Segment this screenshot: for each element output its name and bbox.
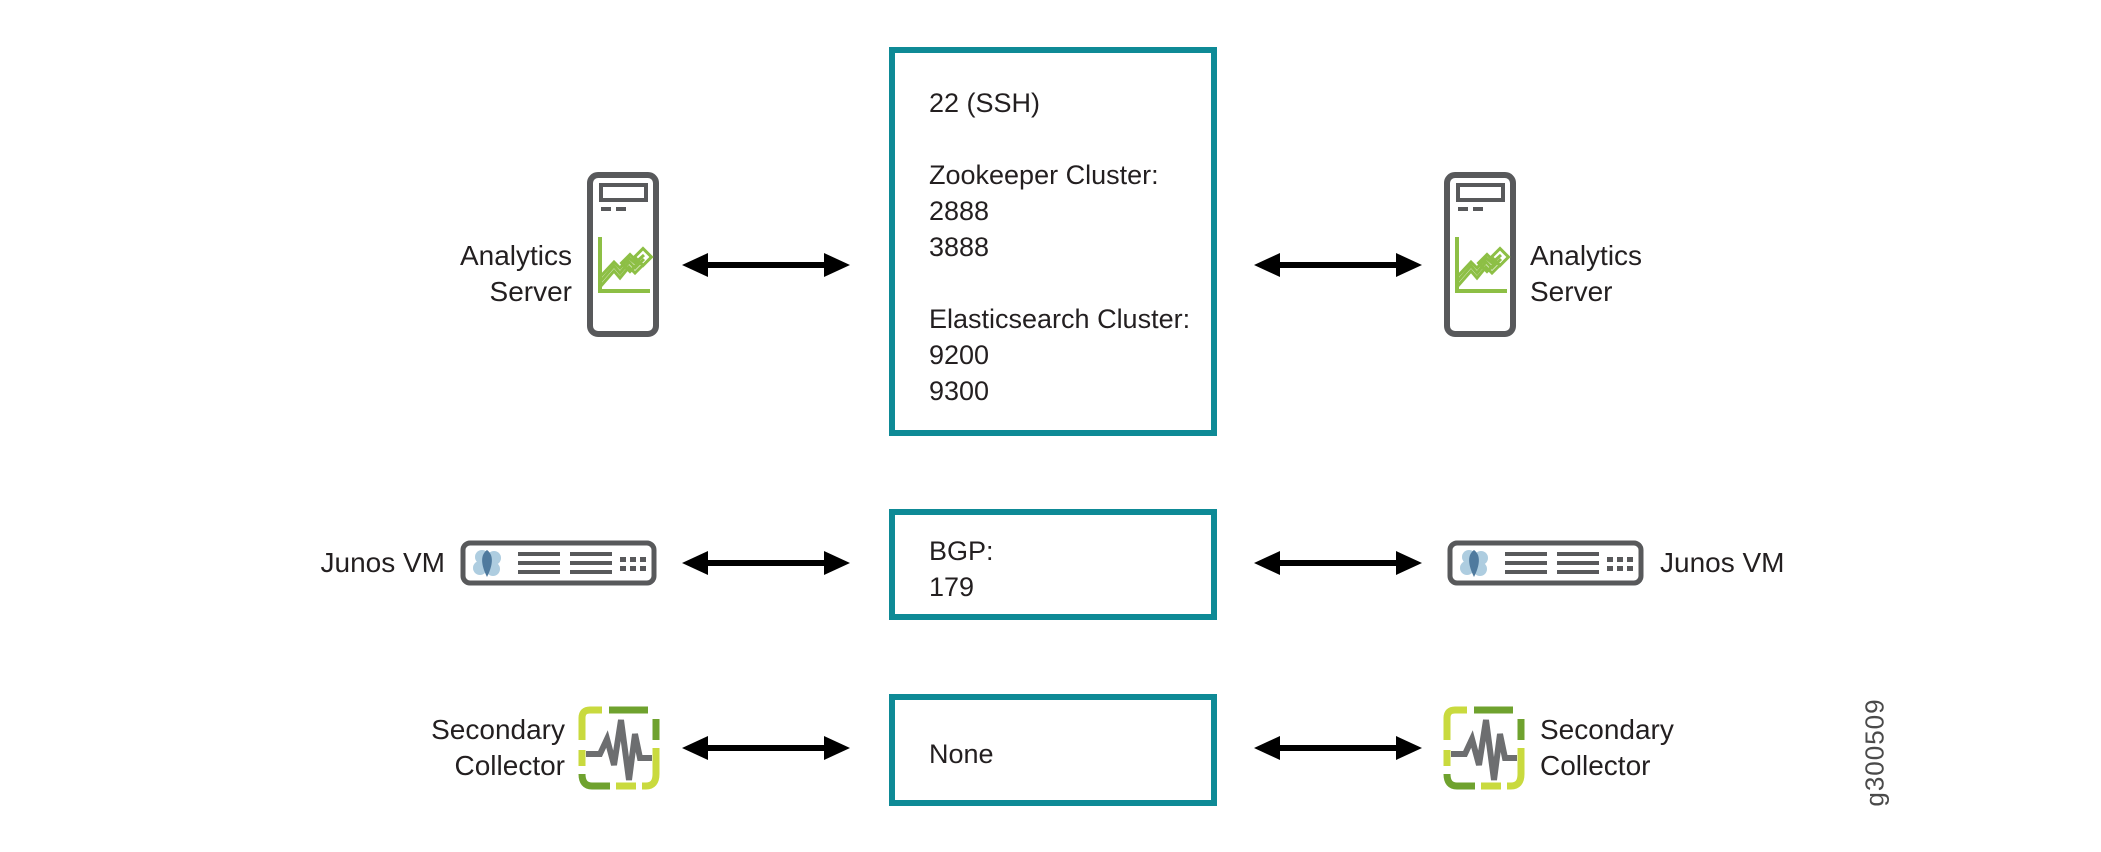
secondary-collector-icon [578,706,660,790]
label-line: Secondary [431,714,565,745]
junos-vm-right-label: Junos VM [1660,547,1785,578]
label-line: Server [489,276,572,307]
arrow-row2-left-icon [682,551,850,575]
port-line: 2888 [929,196,990,226]
label-line: Collector [1540,750,1651,781]
port-line: Zookeeper Cluster: [929,160,1159,190]
secondary-collector-icon [1443,706,1525,790]
label-line: Collector [454,750,565,781]
port-line: 9200 [929,340,990,370]
label-line: Analytics [1530,240,1643,271]
secondary-collector-right-label: Secondary Collector [1540,712,1760,784]
port-line: 3888 [929,232,990,262]
secondary-collector-left-label: Secondary Collector [380,712,565,784]
junos-vm-left-label: Junos VM [320,547,446,578]
arrow-row3-right-icon [1254,736,1422,760]
port-line: 179 [929,572,975,602]
port-line [929,121,1201,157]
arrow-row3-left-icon [682,736,850,760]
figure-id: g300509 [1859,698,1890,807]
junos-vm-icon [1447,540,1644,586]
analytics-server-icon [1444,172,1516,337]
label-line: Secondary [1540,714,1674,745]
label-line: Analytics [459,240,572,271]
junos-vm-icon [460,540,657,586]
port-line: Elasticsearch Cluster: [929,304,1191,334]
port-line [929,265,1201,301]
analytics-server-icon [587,172,659,337]
analytics-ports-box: 22 (SSH) Zookeeper Cluster: 2888 3888 El… [889,47,1217,436]
junos-ports-box: BGP: 179 [889,509,1217,620]
analytics-server-right-label: Analytics Server [1530,238,1730,310]
collector-ports-box: None [889,694,1217,806]
label-line: Server [1530,276,1613,307]
arrow-row2-right-icon [1254,551,1422,575]
port-line: BGP: [929,536,994,566]
port-line: 22 (SSH) [929,88,1041,118]
arrow-row1-left-icon [682,253,850,277]
arrow-row1-right-icon [1254,253,1422,277]
analytics-server-left-label: Analytics Server [380,238,572,310]
port-line: 9300 [929,376,990,406]
port-line: None [929,739,994,769]
